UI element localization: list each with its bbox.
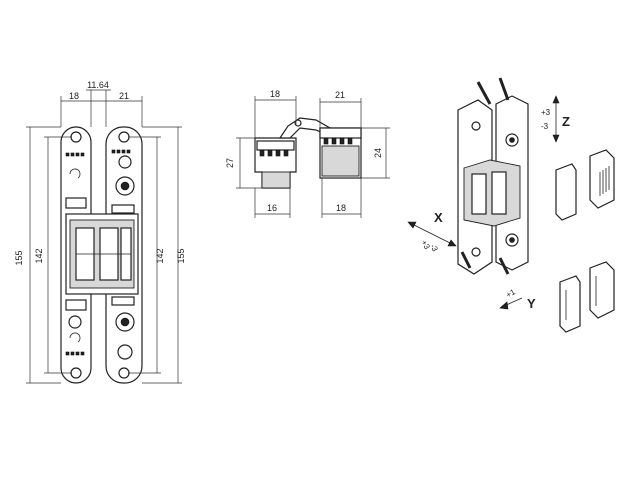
top-dim-bottom-right: 18 (336, 203, 346, 213)
iso-screw-top-right-icon (498, 77, 510, 101)
cam-top-center (120, 181, 130, 191)
x-minus-label: -3 (428, 243, 440, 254)
iso-center-link-left (471, 173, 487, 215)
isometric-view: +3 -3 Z X +3 -3 +1 Y (407, 77, 615, 333)
cam-left-bottom (68, 315, 82, 329)
top-view-pivot-icon (294, 119, 302, 127)
cover-top-right (589, 149, 615, 209)
y-plus-label: +1 (505, 287, 518, 300)
top-view-left-base (261, 171, 291, 189)
top-view: 18 21 27 24 16 18 (225, 89, 390, 218)
x-axis-arrow-icon (411, 223, 453, 245)
x-arrow-left (407, 221, 417, 229)
z-minus-label: -3 (541, 122, 549, 131)
dim-top-left: 18 (69, 91, 79, 101)
slot-bottom-right (111, 296, 135, 306)
iso-hole-top (471, 121, 481, 131)
top-dimensions (236, 96, 390, 218)
cover-bottom-left (559, 275, 581, 333)
dim-outer-right: 155 (176, 248, 186, 263)
dim-top-center: 11.64 (87, 80, 109, 90)
iso-cam-top-center (509, 137, 515, 143)
screw-hole-bottom-right (118, 367, 130, 379)
x-arrow-right (447, 239, 457, 247)
top-dim-height-right: 24 (373, 148, 383, 158)
iso-screw-top-left-icon (476, 81, 492, 105)
z-plus-label: +3 (541, 108, 551, 117)
top-view-left-teeth (259, 149, 289, 157)
marker-dots-bottom-left (65, 351, 85, 356)
iso-cam-bottom-center (509, 237, 515, 243)
top-dim-right: 21 (335, 90, 345, 100)
y-arrow-left (499, 301, 509, 310)
cam-bottom-center (120, 317, 130, 327)
top-dim-bottom-left: 16 (267, 203, 277, 213)
cover-top-left (555, 163, 577, 221)
y-axis-label: Y (527, 296, 536, 311)
x-axis-label: X (434, 210, 443, 225)
cover-top-right-grip-icon (599, 166, 610, 196)
slot-top-right (111, 204, 135, 214)
top-dim-height-left: 27 (225, 158, 235, 168)
dim-inner-right: 142 (155, 248, 165, 263)
cam-bottom-small (117, 344, 133, 360)
top-view-left-cap (256, 140, 295, 151)
top-view-right-teeth (323, 137, 353, 145)
front-view: 18 11.64 21 155 142 142 155 (14, 80, 186, 384)
iso-hole-bottom (471, 247, 481, 257)
iso-screw-bottom-left-icon (460, 251, 472, 269)
screw-hole-top-right (118, 131, 130, 143)
z-axis-label: Z (562, 114, 570, 129)
top-view-right-inner (321, 145, 360, 177)
screw-hole-top-left (70, 131, 82, 143)
cover-bottom-right (589, 261, 615, 319)
marker-dots-top-left (65, 152, 85, 157)
top-dim-left: 18 (270, 89, 280, 99)
front-dimensions (26, 89, 182, 384)
cam-top-small (118, 155, 132, 169)
dim-inner-left: 142 (34, 248, 44, 263)
iso-screw-bottom-right-icon (498, 257, 510, 275)
iso-center-link-right (491, 171, 507, 215)
slot-top-left (65, 197, 87, 209)
marker-dots-top-right (111, 149, 131, 154)
dim-top-right: 21 (119, 91, 129, 101)
dim-outer-left: 155 (14, 250, 24, 265)
adjust-arrow-top-icon (69, 168, 81, 179)
slot-bottom-left (65, 299, 87, 311)
z-arrow-down (552, 134, 560, 143)
screw-hole-bottom-left (70, 367, 82, 379)
z-arrow-up (552, 95, 560, 104)
adjust-arrow-bottom-icon (69, 332, 81, 343)
top-view-right-cap (319, 127, 362, 139)
